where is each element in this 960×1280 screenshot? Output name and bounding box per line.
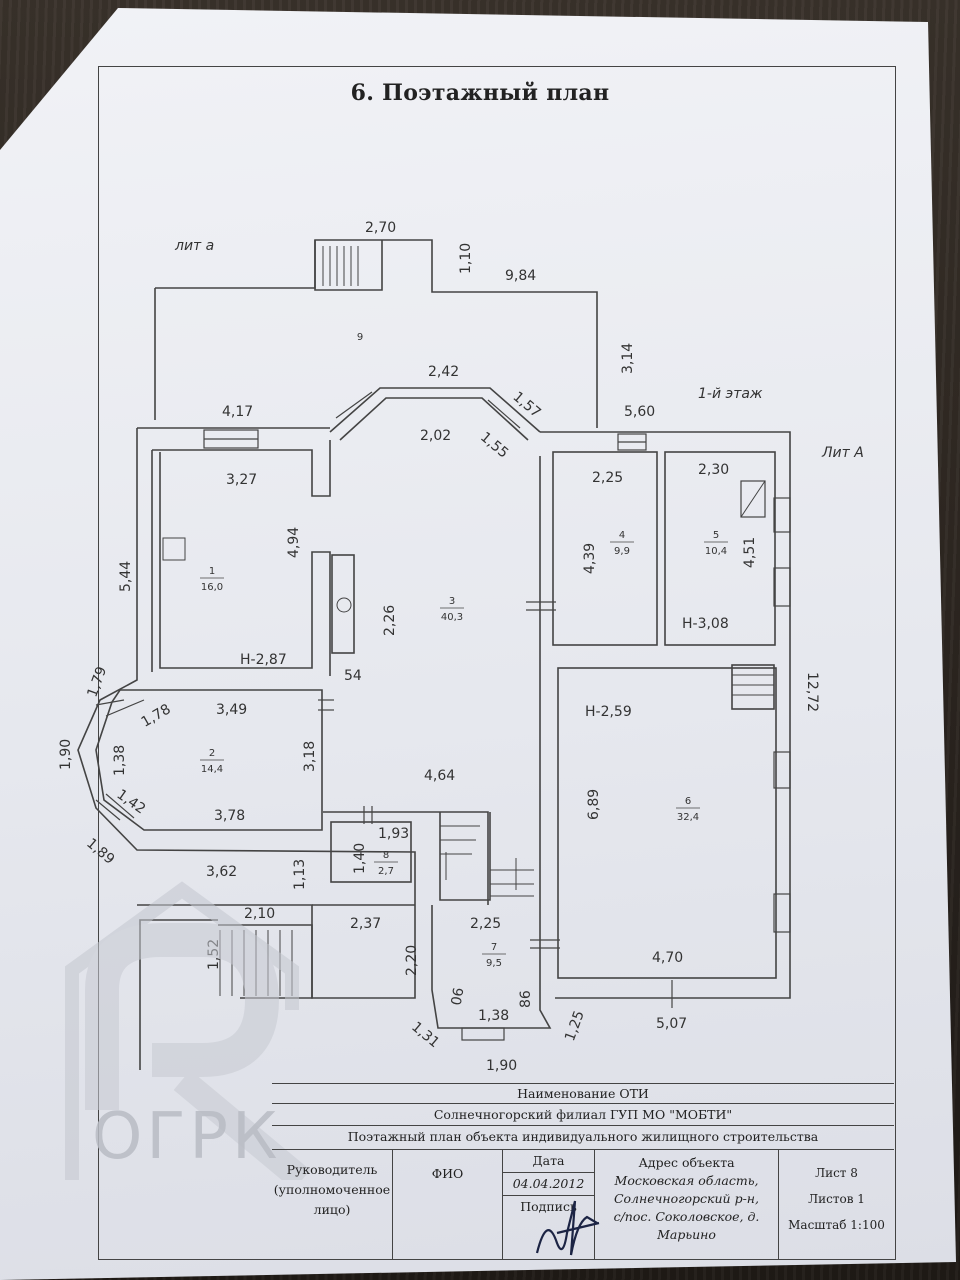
dim-label: 1,10 bbox=[458, 243, 474, 274]
dim-label: 2,37 bbox=[350, 916, 381, 932]
svg-text:14,4: 14,4 bbox=[201, 764, 223, 775]
dim-label: 4,70 bbox=[652, 950, 683, 966]
dim-label: 5,44 bbox=[118, 561, 134, 592]
dim-label: 4,51 bbox=[742, 537, 758, 568]
dim-label: 54 bbox=[344, 668, 362, 684]
dim-label: 1,78 bbox=[139, 701, 174, 730]
description-row: Поэтажный план объекта индивидуального ж… bbox=[272, 1125, 894, 1148]
dim-label: 5,07 bbox=[656, 1016, 687, 1032]
floor-label: 1-й этаж bbox=[698, 386, 763, 402]
dim-label: 1,57 bbox=[510, 389, 544, 421]
dim-label: 1,55 bbox=[477, 429, 511, 461]
svg-text:2,7: 2,7 bbox=[378, 866, 394, 877]
dim-label: 5,60 bbox=[624, 404, 655, 420]
dim-label: Н-3,08 bbox=[682, 616, 729, 632]
svg-text:10,4: 10,4 bbox=[705, 546, 727, 557]
dim-label: 9,84 bbox=[505, 268, 536, 284]
dim-label: 1,38 bbox=[112, 745, 128, 776]
dim-label: 1,40 bbox=[352, 843, 368, 874]
dim-label: 90 bbox=[446, 986, 465, 1006]
dim-label: 2,26 bbox=[382, 605, 398, 636]
address-cell: Адрес объекта Московская область,Солнечн… bbox=[594, 1150, 778, 1259]
dim-label: 1,13 bbox=[292, 859, 308, 890]
watermark-text: ОГРК bbox=[92, 1100, 282, 1174]
dim-label: 1,90 bbox=[58, 739, 74, 770]
dim-label: 2,25 bbox=[592, 470, 623, 486]
dim-label: 2,02 bbox=[420, 428, 451, 444]
dim-label: 1,42 bbox=[114, 787, 149, 818]
dim-label: 4,17 bbox=[222, 404, 253, 420]
branch-row: Солнечногорский филиал ГУП МО "МОБТИ" bbox=[272, 1103, 894, 1126]
dim-label: 4,94 bbox=[286, 527, 302, 558]
room-label-5: 510,4 bbox=[704, 530, 728, 557]
dim-label: 2,42 bbox=[428, 364, 459, 380]
dim-label: 1,38 bbox=[478, 1008, 509, 1024]
svg-text:6: 6 bbox=[685, 796, 691, 807]
dim-label: 3,62 bbox=[206, 864, 237, 880]
dim-label: 3,49 bbox=[216, 702, 247, 718]
dim-label: 1,25 bbox=[562, 1009, 588, 1044]
dim-label: 3,78 bbox=[214, 808, 245, 824]
dim-label: 6,89 bbox=[586, 789, 602, 820]
svg-text:32,4: 32,4 bbox=[677, 812, 699, 823]
dim-label: 2,30 bbox=[698, 462, 729, 478]
dim-label: 2,25 bbox=[470, 916, 501, 932]
svg-text:9,5: 9,5 bbox=[486, 958, 502, 969]
oti-label-row: Наименование ОТИ bbox=[272, 1083, 894, 1104]
dim-label: Н-2,59 bbox=[585, 704, 632, 720]
dim-label: 4,64 bbox=[424, 768, 455, 784]
room-label-7: 79,5 bbox=[482, 942, 506, 969]
dim-label: 2,70 bbox=[365, 220, 396, 236]
dim-label: 3,14 bbox=[620, 343, 636, 374]
svg-text:1: 1 bbox=[209, 566, 215, 577]
svg-text:5: 5 bbox=[713, 530, 719, 541]
dim-label: Н-2,87 bbox=[240, 652, 287, 668]
room-label-2: 214,4 bbox=[200, 748, 224, 775]
svg-text:4: 4 bbox=[619, 530, 625, 541]
svg-text:9,9: 9,9 bbox=[614, 546, 630, 557]
page-title: 6. Поэтажный план bbox=[350, 80, 610, 106]
drawing-frame bbox=[98, 66, 896, 1260]
dim-label: 1,89 bbox=[83, 835, 117, 867]
date-cell: Дата 04.04.2012 Подпись bbox=[502, 1150, 594, 1259]
svg-text:7: 7 bbox=[491, 942, 497, 953]
room-label-3: 340,3 bbox=[440, 596, 464, 623]
room-label-8: 82,7 bbox=[374, 850, 398, 877]
dim-label: 3,27 bbox=[226, 472, 257, 488]
dim-label: 3,18 bbox=[302, 741, 318, 772]
svg-text:2: 2 bbox=[209, 748, 215, 759]
lit-a-big-label: Лит А bbox=[821, 445, 864, 461]
svg-text:16,0: 16,0 bbox=[201, 582, 223, 593]
room-label-4: 49,9 bbox=[610, 530, 634, 557]
signature-image bbox=[535, 1200, 600, 1256]
room-label-1: 116,0 bbox=[200, 566, 224, 593]
svg-text:8: 8 bbox=[383, 850, 389, 861]
fio-cell: ФИО bbox=[392, 1150, 502, 1259]
dim-label: 1,90 bbox=[486, 1058, 517, 1074]
room-label-9: 9 bbox=[357, 332, 363, 343]
dim-label: 86 bbox=[518, 990, 534, 1008]
title-block: Наименование ОТИ Солнечногорский филиал … bbox=[272, 1083, 894, 1259]
svg-text:40,3: 40,3 bbox=[441, 612, 463, 623]
ogrk-logo-watermark bbox=[65, 881, 311, 1180]
lit-a-small-label: лит а bbox=[174, 238, 214, 254]
dim-label: 4,39 bbox=[582, 543, 598, 574]
dim-label: 2,20 bbox=[404, 945, 420, 976]
dim-label: 2,10 bbox=[244, 906, 275, 922]
room-label-6: 632,4 bbox=[676, 796, 700, 823]
svg-text:9: 9 bbox=[357, 332, 363, 343]
svg-text:3: 3 bbox=[449, 596, 455, 607]
dim-label: 1,79 bbox=[84, 665, 110, 700]
dim-label: 1,93 bbox=[378, 826, 409, 842]
dim-label: 12,72 bbox=[804, 672, 820, 712]
